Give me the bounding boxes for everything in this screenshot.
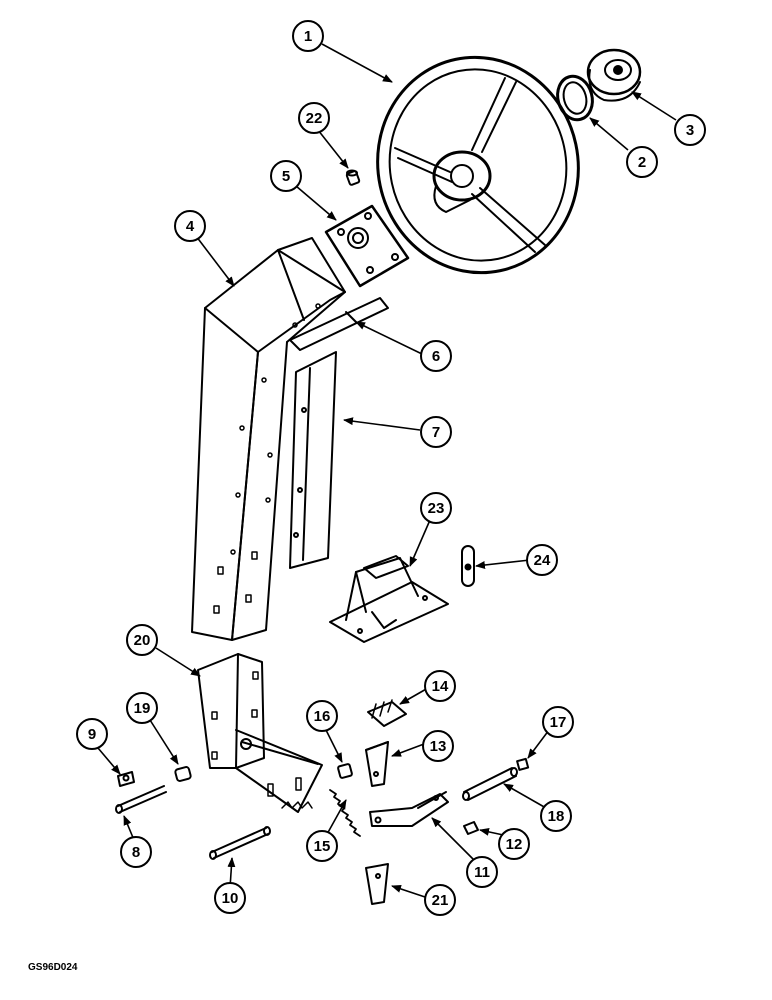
leader-8 — [123, 815, 135, 841]
horn-ring — [556, 74, 594, 122]
leader-11 — [431, 817, 477, 863]
upper-bracket — [289, 297, 389, 351]
callout-7: 7 — [420, 416, 452, 448]
callout-10: 10 — [214, 882, 246, 914]
callout-9: 9 — [76, 718, 108, 750]
svg-text:21: 21 — [432, 892, 449, 909]
leader-13 — [391, 743, 425, 757]
callout-4: 4 — [174, 210, 206, 242]
callout-3: 3 — [674, 114, 706, 146]
svg-text:10: 10 — [222, 890, 239, 907]
leader-6 — [355, 321, 423, 355]
lower-bracket — [197, 653, 323, 813]
svg-text:23: 23 — [428, 500, 445, 517]
small-plug — [345, 169, 361, 186]
center-cap — [586, 48, 642, 102]
leader-5 — [295, 185, 337, 221]
clip-9 — [117, 771, 135, 787]
spring — [329, 789, 361, 837]
svg-text:14: 14 — [432, 678, 449, 695]
leader-18 — [503, 783, 547, 809]
leader-19 — [149, 719, 179, 765]
pin-24 — [461, 545, 475, 587]
rod-8 — [115, 785, 167, 814]
steering-wheel — [376, 55, 580, 275]
leader-23 — [409, 519, 431, 567]
leader-4 — [195, 235, 235, 287]
svg-text:24: 24 — [534, 552, 551, 569]
rod-10 — [209, 826, 271, 860]
leader-24 — [475, 559, 531, 569]
column-boot — [329, 555, 449, 643]
leader-22 — [317, 129, 349, 169]
svg-text:5: 5 — [282, 168, 290, 185]
clip — [367, 699, 407, 727]
leader-7 — [343, 417, 421, 431]
callout-21: 21 — [424, 884, 456, 916]
svg-text:7: 7 — [432, 424, 440, 441]
leader-15 — [325, 799, 347, 837]
leader-20 — [155, 647, 201, 677]
callout-15: 15 — [306, 830, 338, 862]
column-housing — [191, 237, 346, 641]
callout-20: 20 — [126, 624, 158, 656]
svg-text:9: 9 — [88, 726, 96, 743]
callout-13: 13 — [422, 730, 454, 762]
svg-text:1: 1 — [304, 28, 312, 45]
nut-17 — [516, 757, 530, 771]
bracket-21 — [365, 863, 389, 905]
svg-text:12: 12 — [506, 836, 523, 853]
callout-18: 18 — [540, 800, 572, 832]
callout-17: 17 — [542, 706, 574, 738]
callout-1: 1 — [292, 20, 324, 52]
callout-19: 19 — [126, 692, 158, 724]
figure-reference-code: GS96D024 — [28, 962, 78, 973]
callout-2: 2 — [626, 146, 658, 178]
svg-text:4: 4 — [186, 218, 195, 235]
nut-12 — [463, 821, 479, 835]
svg-text:3: 3 — [686, 122, 694, 139]
svg-text:19: 19 — [134, 700, 151, 717]
callout-8: 8 — [120, 836, 152, 868]
callout-11: 11 — [466, 856, 498, 888]
leader-9 — [97, 747, 121, 775]
leader-14 — [399, 687, 429, 705]
svg-text:16: 16 — [314, 708, 331, 725]
callout-24: 24 — [526, 544, 558, 576]
svg-text:13: 13 — [430, 738, 447, 755]
rod-18 — [462, 767, 518, 801]
svg-text:22: 22 — [306, 110, 323, 127]
callout-12: 12 — [498, 828, 530, 860]
leader-21 — [391, 885, 429, 899]
svg-text:8: 8 — [132, 844, 140, 861]
leader-3 — [631, 91, 677, 121]
leader-2 — [589, 117, 629, 151]
bushing-16 — [337, 763, 353, 779]
callout-6: 6 — [420, 340, 452, 372]
callout-22: 22 — [298, 102, 330, 134]
channel-plate — [289, 351, 337, 569]
leader-16 — [325, 729, 343, 763]
svg-text:11: 11 — [474, 864, 490, 881]
svg-text:18: 18 — [548, 808, 565, 825]
svg-text:20: 20 — [134, 632, 151, 649]
leader-1 — [321, 43, 393, 83]
mounting-plate — [324, 204, 410, 288]
bushing-19 — [174, 766, 192, 782]
svg-text:6: 6 — [432, 348, 440, 365]
svg-text:17: 17 — [550, 714, 567, 731]
svg-text:15: 15 — [314, 838, 331, 855]
callout-16: 16 — [306, 700, 338, 732]
small-bracket — [365, 741, 389, 787]
lever-arm — [369, 791, 449, 827]
callout-14: 14 — [424, 670, 456, 702]
svg-text:2: 2 — [638, 154, 646, 171]
callout-23: 23 — [420, 492, 452, 524]
callout-5: 5 — [270, 160, 302, 192]
